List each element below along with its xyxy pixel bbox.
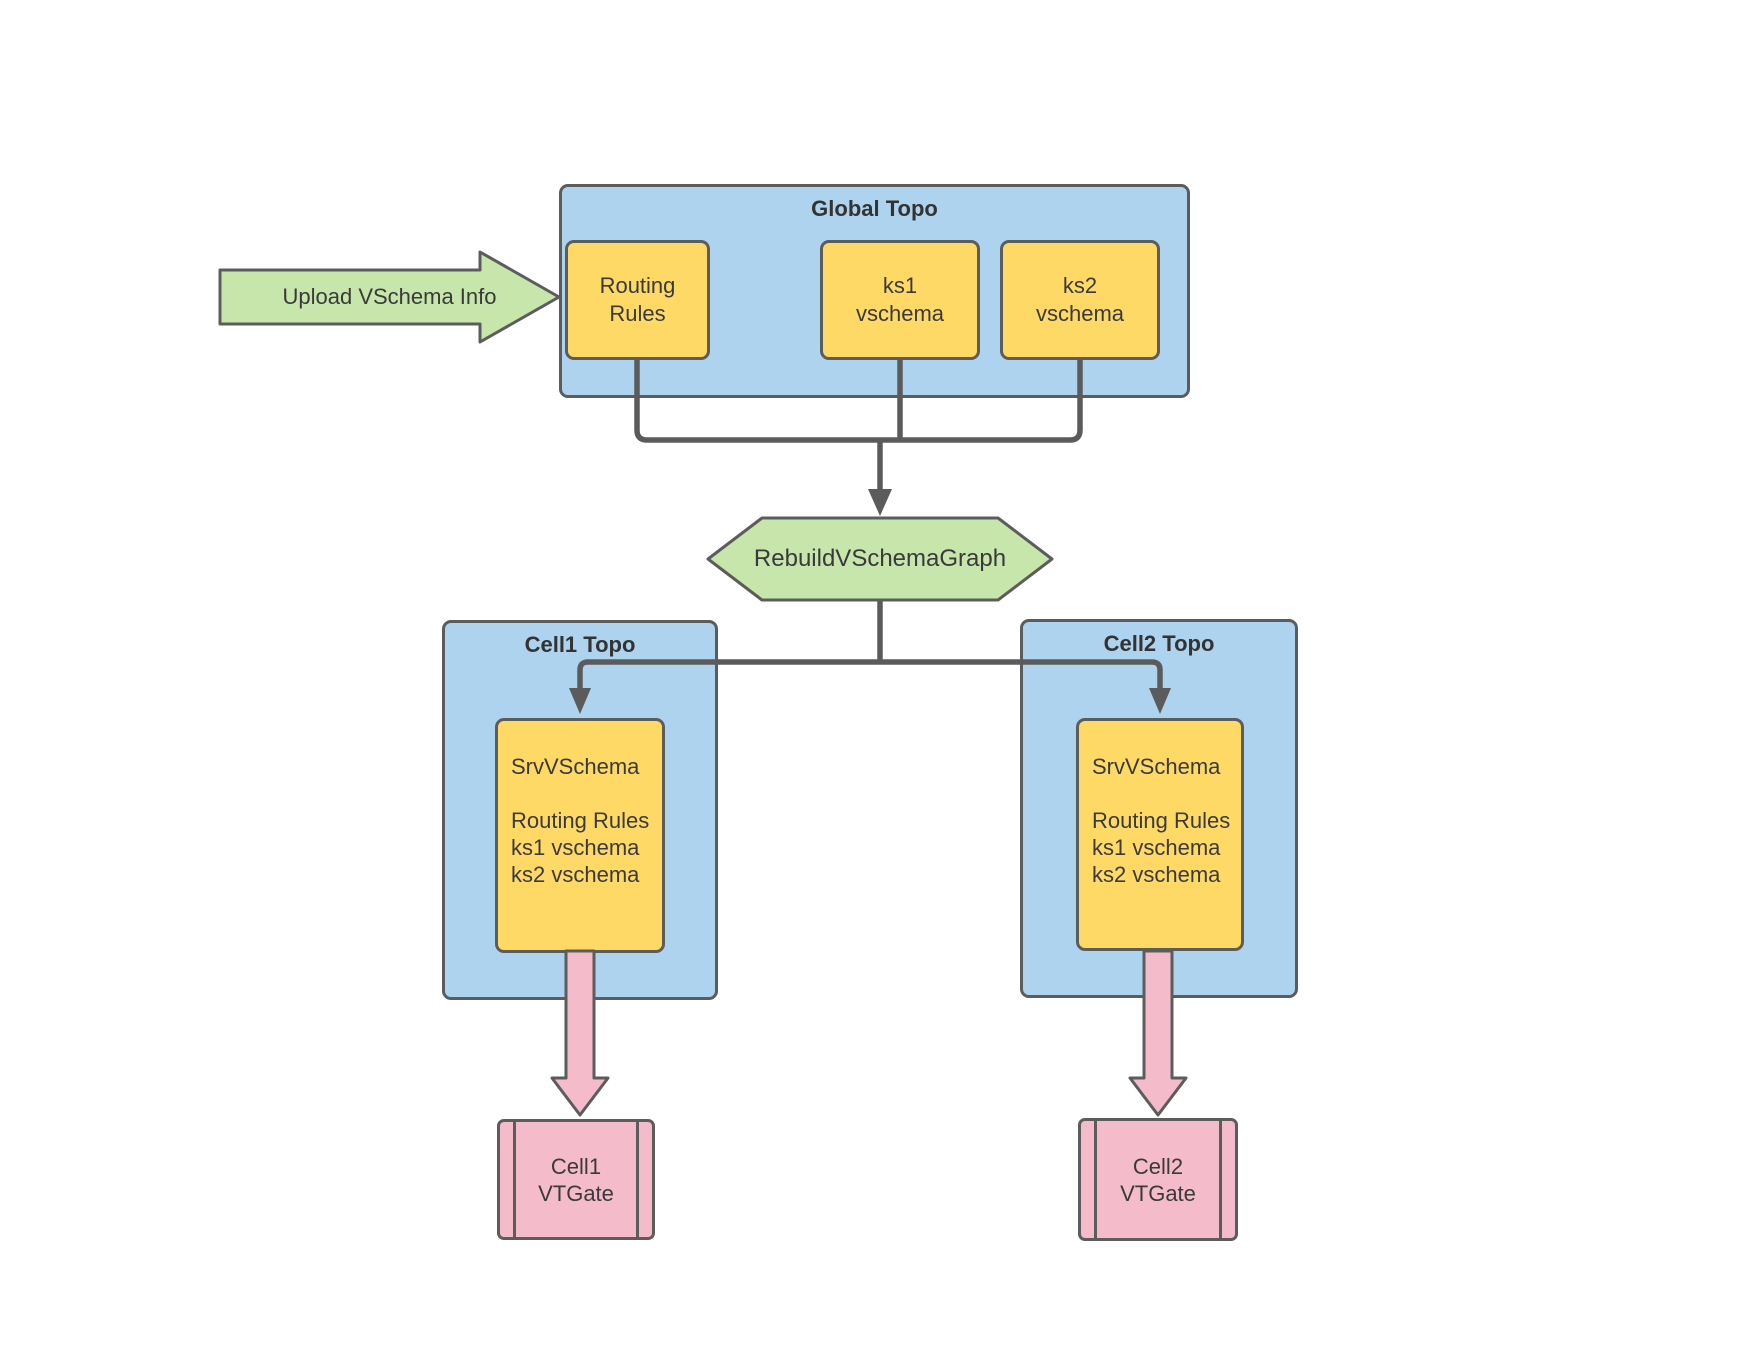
vtgate-inner-rule xyxy=(1094,1121,1097,1238)
cell1-srv-line: ks1 vschema xyxy=(511,835,640,860)
cell1-vtgate-line1: Cell1 xyxy=(550,1153,602,1179)
ks1-label-line2: vschema xyxy=(855,301,945,326)
upload-vschema-arrow-label: Upload VSchema Info xyxy=(282,284,497,309)
rebuild-vschemagraph-hexagon xyxy=(706,516,1054,602)
arrowhead-to-rebuild-icon xyxy=(868,489,892,516)
cell1-vtgate-box: Cell1 VTGate xyxy=(497,1119,655,1240)
ks2-label-line2: vschema xyxy=(1035,301,1125,326)
ks1-vschema-box: ks1 vschema xyxy=(820,240,980,360)
ks1-label-line1: ks1 xyxy=(882,273,918,298)
routing-rules-label-line2: Rules xyxy=(609,301,666,326)
routing-rules-box: Routing Rules xyxy=(565,240,710,360)
arrowhead-to-cell2-icon xyxy=(1149,688,1171,714)
cell2-srvvschema-box: SrvVSchema Routing Rules ks1 vschema ks2… xyxy=(1076,718,1244,951)
cell2-vtgate-box: Cell2 VTGate xyxy=(1078,1118,1238,1241)
cell1-vtgate-line2: VTGate xyxy=(538,1180,614,1206)
merge-connector-outer xyxy=(634,360,1083,443)
arrowhead-to-cell1-icon xyxy=(569,688,591,714)
cell2-vtgate-line1: Cell2 xyxy=(1132,1153,1184,1179)
cell2-topo-title: Cell2 Topo xyxy=(1103,631,1215,656)
ks2-vschema-box: ks2 vschema xyxy=(1000,240,1160,360)
cell2-srv-line: ks1 vschema xyxy=(1092,835,1221,860)
routing-rules-label-line1: Routing xyxy=(599,273,676,298)
cell2-vtgate-line2: VTGate xyxy=(1120,1180,1196,1206)
global-topo-title: Global Topo xyxy=(811,196,938,221)
cell2-srv-line: ks2 vschema xyxy=(1092,862,1221,887)
cell1-topo-title: Cell1 Topo xyxy=(524,632,636,657)
vtgate-inner-rule xyxy=(636,1122,639,1237)
vtgate-inner-rule xyxy=(1219,1121,1222,1238)
cell2-to-vtgate-arrow xyxy=(1128,949,1188,1117)
cell2-srv-line: SrvVSchema xyxy=(1092,754,1221,779)
upload-vschema-arrow xyxy=(218,250,561,344)
split-connector xyxy=(577,659,1163,690)
cell1-srvvschema-box: SrvVSchema Routing Rules ks1 vschema ks2… xyxy=(495,718,665,953)
cell2-srv-line: Routing Rules xyxy=(1092,808,1231,833)
vtgate-inner-rule xyxy=(513,1122,516,1237)
cell1-srv-line: SrvVSchema xyxy=(511,754,640,779)
rebuild-vschemagraph-label: RebuildVSchemaGraph xyxy=(753,545,1007,572)
ks2-label-line1: ks2 xyxy=(1062,273,1098,298)
cell1-srv-line: Routing Rules xyxy=(511,808,650,833)
cell1-to-vtgate-arrow xyxy=(550,949,610,1117)
cell1-srv-line: ks2 vschema xyxy=(511,862,640,887)
